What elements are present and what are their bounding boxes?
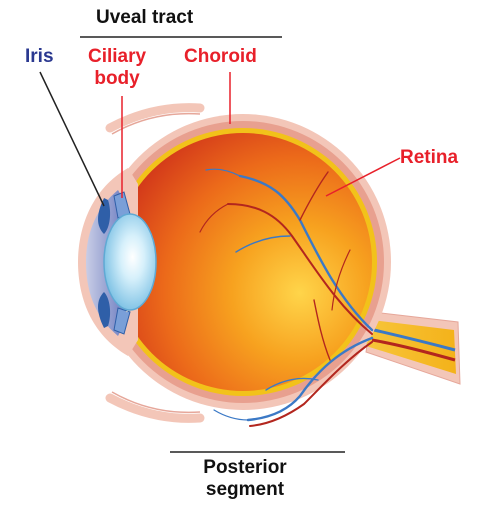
optic-nerve	[366, 312, 460, 384]
iris-leader-line	[40, 72, 104, 206]
posterior-segment-label: Posterior segment	[185, 457, 305, 501]
ciliary-body-label-line1: Ciliary	[88, 46, 146, 68]
posterior-segment-label-line2: segment	[185, 479, 305, 501]
uveal-tract-label: Uveal tract	[96, 7, 193, 29]
ciliary-body-label: Ciliary body	[88, 46, 146, 90]
choroid-label: Choroid	[184, 46, 257, 68]
retina-label: Retina	[400, 147, 458, 169]
ciliary-body-label-line2: body	[88, 68, 146, 90]
iris-label: Iris	[25, 46, 54, 68]
lens	[104, 214, 156, 310]
posterior-segment-label-line1: Posterior	[185, 457, 305, 479]
